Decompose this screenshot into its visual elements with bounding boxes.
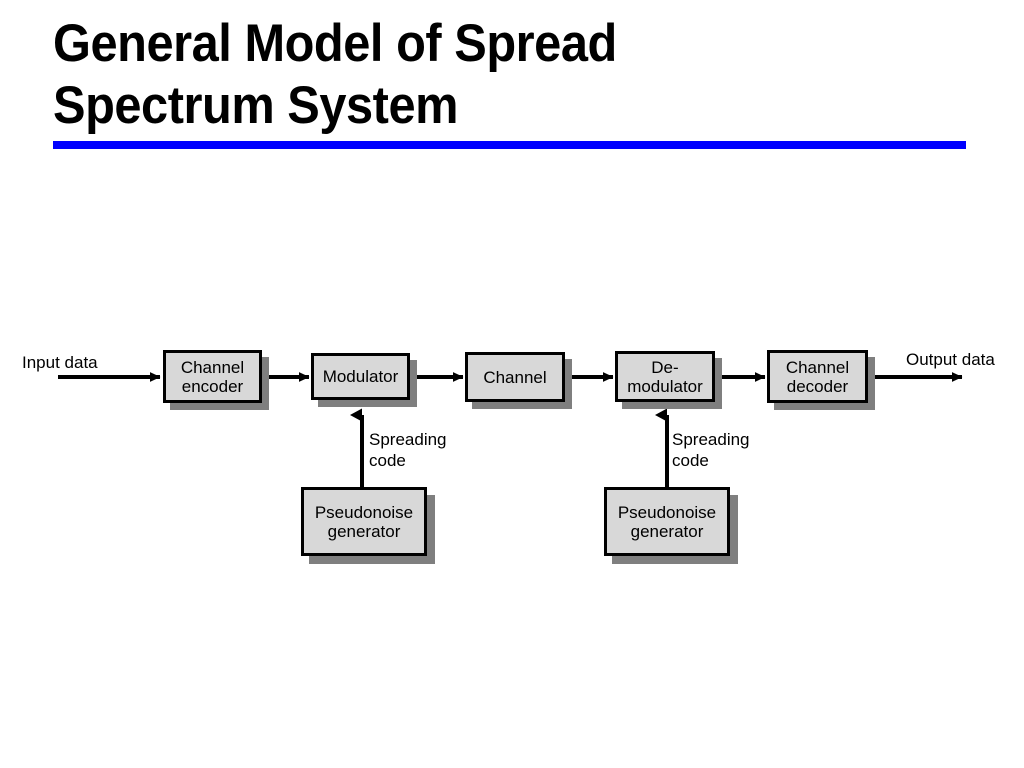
- label-spreading-code-tx: Spreading code: [369, 430, 447, 470]
- title-underline-rule: [53, 141, 966, 149]
- node-demodulator[interactable]: De- modulator: [615, 351, 715, 402]
- label-input-data: Input data: [22, 353, 98, 372]
- page-title: General Model of Spread Spectrum System: [53, 14, 617, 135]
- label-output-data: Output data: [906, 350, 995, 369]
- node-modulator[interactable]: Modulator: [311, 353, 410, 400]
- label-spreading-code-rx: Spreading code: [672, 430, 750, 470]
- node-channel-encoder[interactable]: Channel encoder: [163, 350, 262, 403]
- node-pn-generator-tx[interactable]: Pseudonoise generator: [301, 487, 427, 556]
- node-channel-decoder[interactable]: Channel decoder: [767, 350, 868, 403]
- node-pn-generator-rx[interactable]: Pseudonoise generator: [604, 487, 730, 556]
- node-channel[interactable]: Channel: [465, 352, 565, 402]
